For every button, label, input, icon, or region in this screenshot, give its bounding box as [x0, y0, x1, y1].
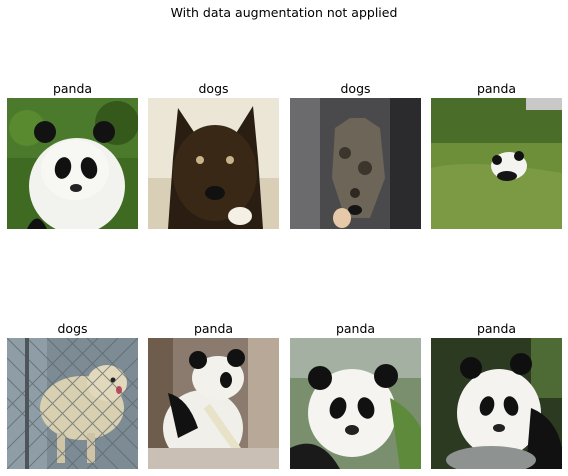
panda-photo [148, 338, 279, 469]
panda-photo [290, 338, 421, 469]
panel-label: dogs [198, 81, 229, 96]
dog-photo [290, 98, 421, 229]
dog-photo [148, 98, 279, 229]
panel-label: panda [193, 321, 234, 336]
panda-photo [431, 338, 562, 469]
panda-photo [7, 98, 138, 229]
panel-label: panda [335, 321, 376, 336]
panel-label: panda [476, 81, 517, 96]
panel-label: panda [476, 321, 517, 336]
panel-label: dogs [57, 321, 88, 336]
panda-photo [431, 98, 562, 229]
panel-label: panda [52, 81, 93, 96]
figure-title: With data augmentation not applied [170, 5, 398, 20]
dog-photo [7, 338, 138, 469]
panel-label: dogs [340, 81, 371, 96]
